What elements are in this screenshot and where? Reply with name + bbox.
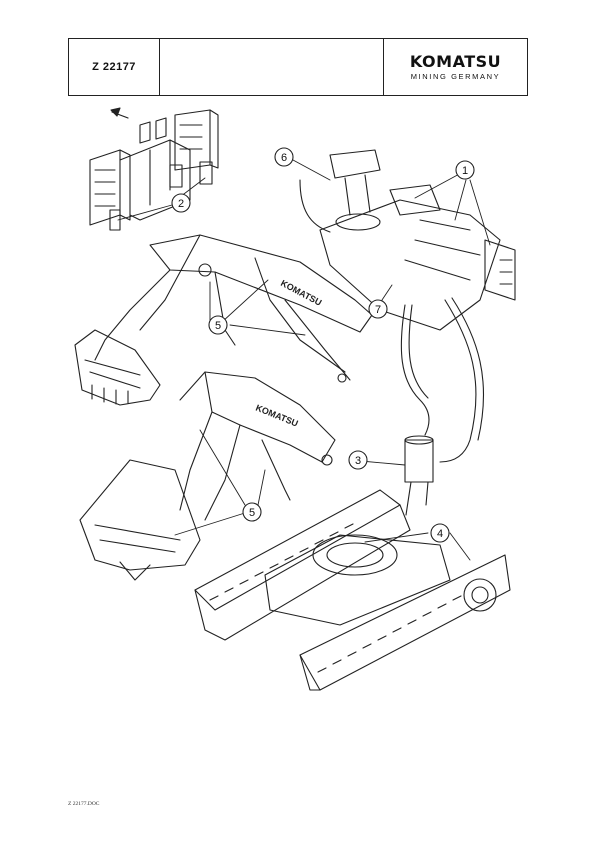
callout-6: 6 [274, 147, 294, 167]
distributor-block-drawing [89, 109, 219, 231]
callout-7: 7 [368, 299, 388, 319]
logo-wordmark: KOMATSU [409, 51, 502, 71]
callout-2: 2 [171, 193, 191, 213]
logo-subtitle: MINING GERMANY [410, 71, 501, 81]
callout-5-lower: 5 [242, 502, 262, 522]
lower-boom-drawing [79, 371, 336, 581]
callout-4: 4 [430, 523, 450, 543]
svg-text:7: 7 [375, 304, 381, 316]
direction-arrow-icon [110, 107, 129, 119]
svg-text:3: 3 [355, 455, 361, 467]
callout-3: 3 [348, 450, 368, 470]
excavator-lubrication-diagram: KOMATSU KOMATSU 1 2 3 4 5 5 6 [74, 107, 516, 691]
komatsu-logo: KOMATSU MINING GERMANY [384, 39, 527, 95]
svg-text:4: 4 [437, 528, 443, 540]
footer-filename: Z 22177.DOC [68, 801, 100, 807]
callout-leaders [117, 159, 491, 561]
svg-text:1: 1 [462, 165, 468, 177]
callout-1: 1 [455, 160, 475, 180]
callout-5-upper: 5 [208, 315, 228, 335]
rotary-joint-drawing [404, 435, 434, 516]
title-block: Z 22177 KOMATSU MINING GERMANY [68, 38, 528, 96]
undercarriage-drawing [194, 489, 511, 691]
title-block-empty-cell [160, 39, 384, 95]
boom-lettering-upper: KOMATSU [279, 278, 323, 308]
hydraulic-manifold-drawing [299, 149, 516, 331]
svg-text:5: 5 [215, 320, 221, 332]
upper-boom-drawing [74, 234, 373, 406]
svg-text:5: 5 [249, 507, 255, 519]
hose-lines-drawing [400, 297, 484, 463]
svg-text:6: 6 [281, 152, 287, 164]
svg-text:2: 2 [178, 198, 184, 210]
boom-lettering-lower: KOMATSU [254, 403, 299, 429]
document-id: Z 22177 [69, 39, 160, 95]
